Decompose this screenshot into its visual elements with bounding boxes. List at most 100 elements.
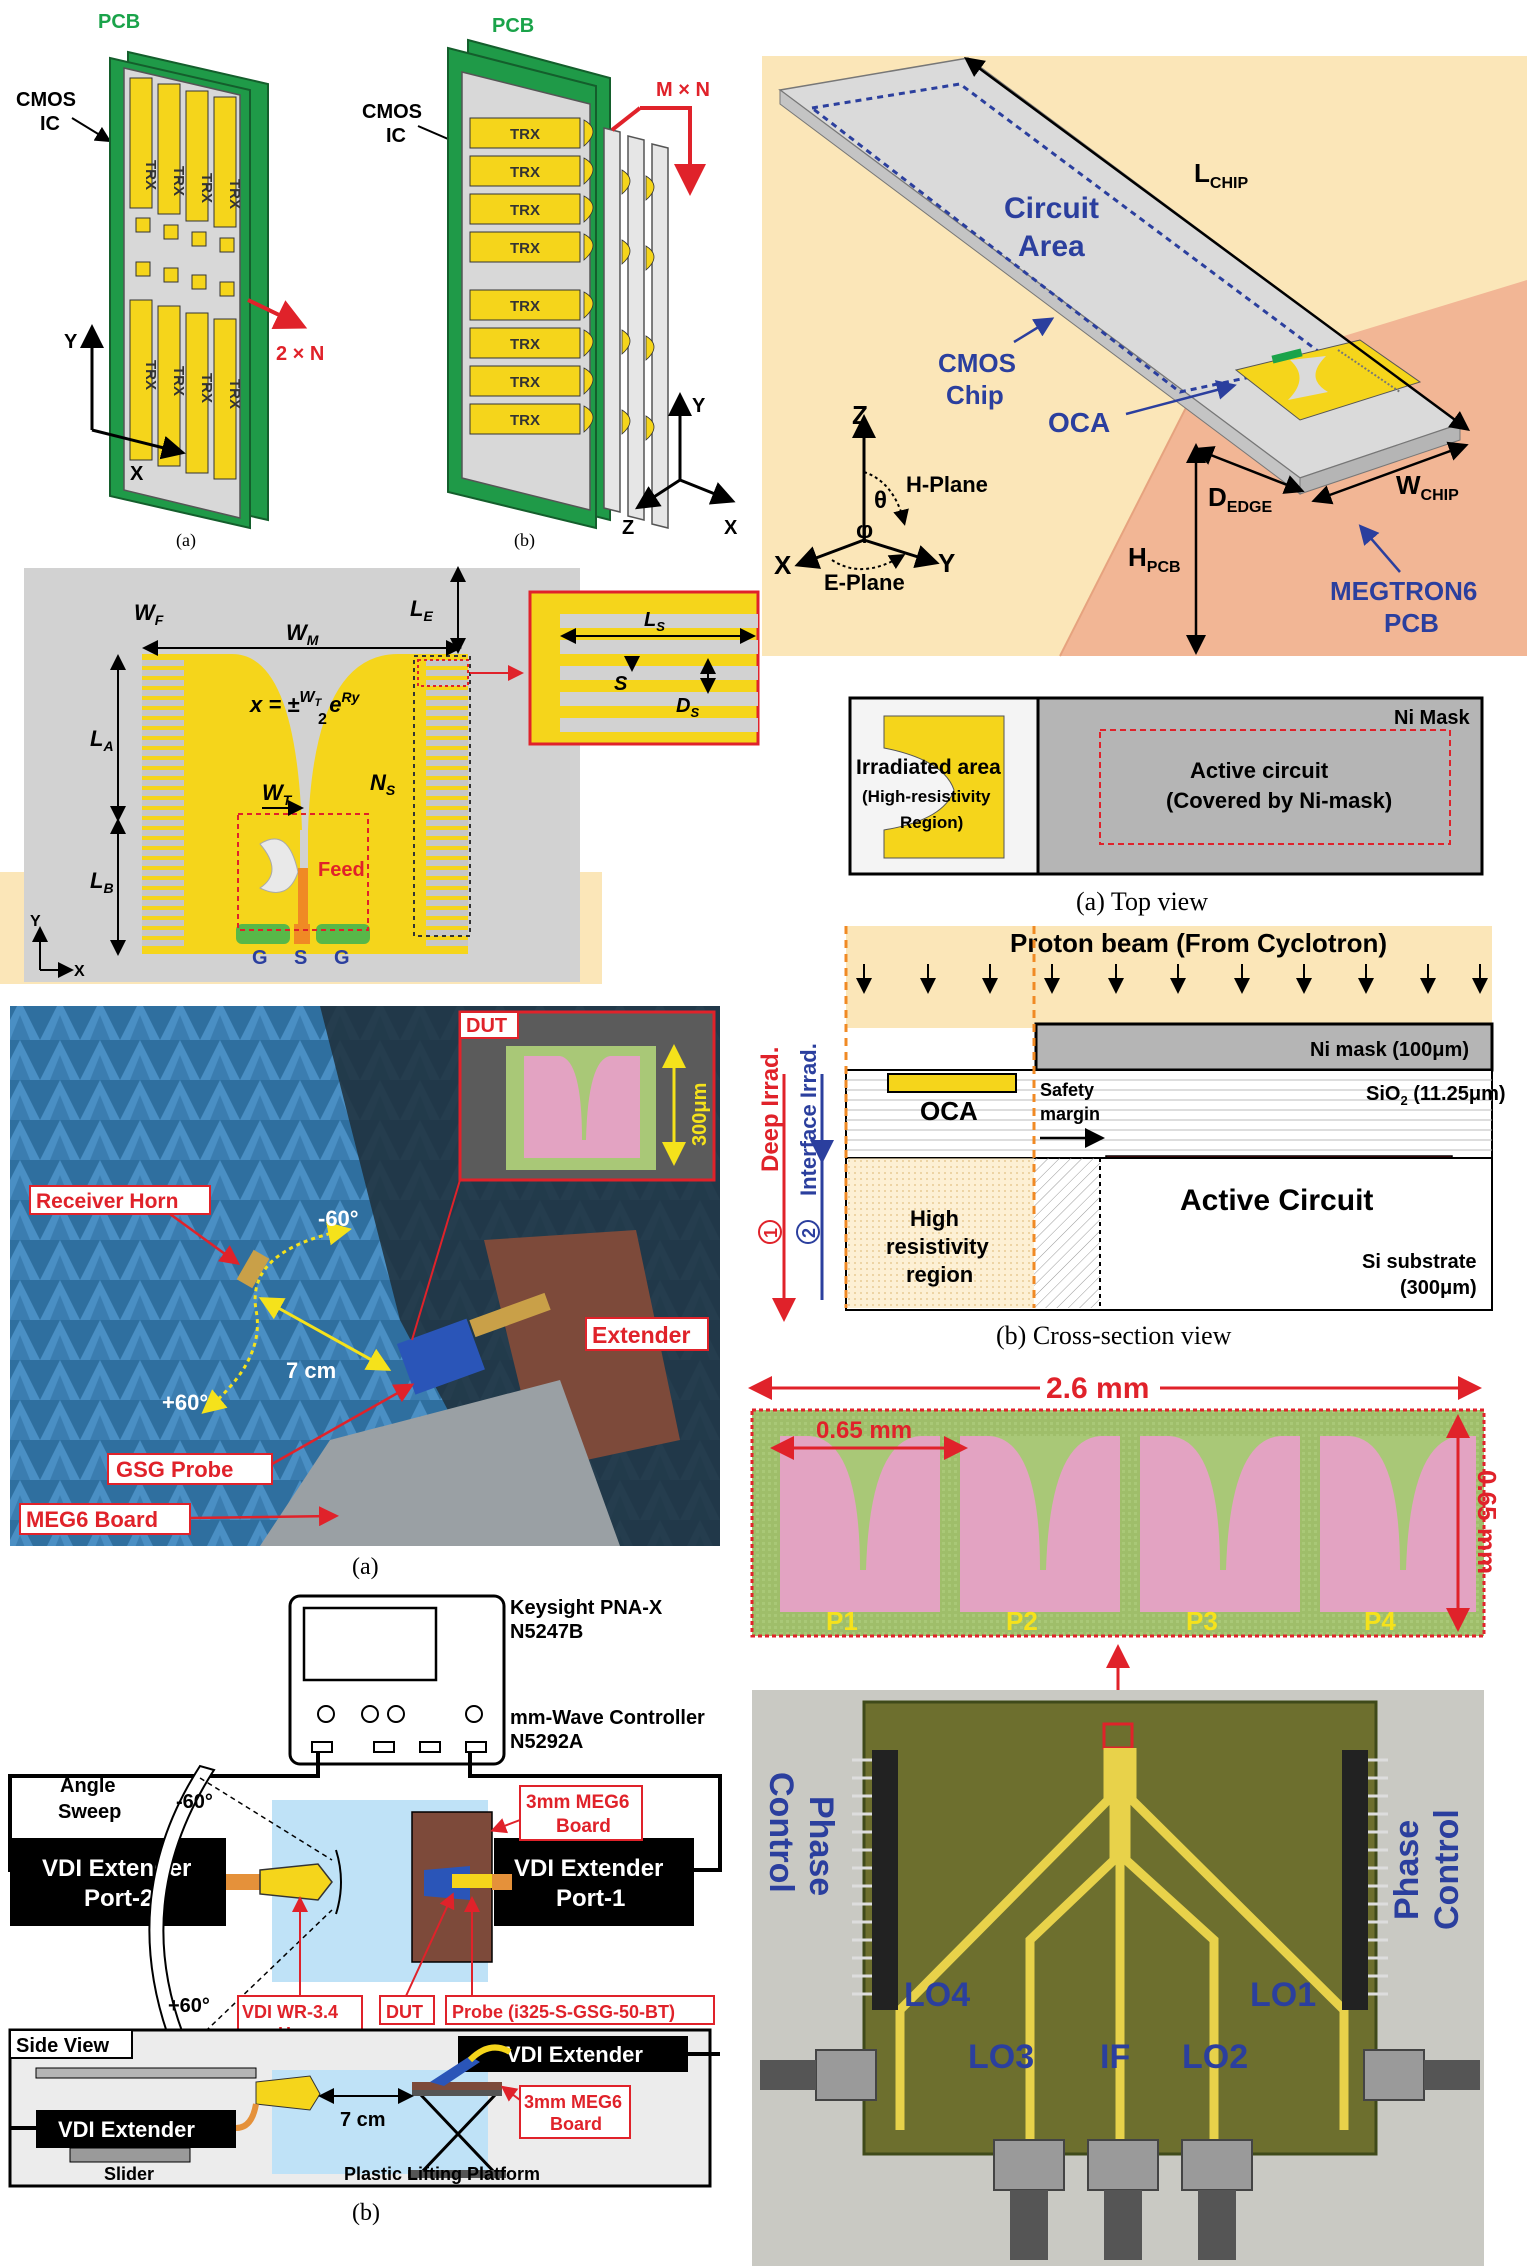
trx-label: TRX — [226, 179, 243, 209]
lo2-label: LO2 — [1182, 2038, 1248, 2076]
coord-x — [794, 538, 865, 569]
stacked-layers — [603, 127, 669, 529]
active-circuit-label-2: (Covered by Ni-mask) — [1166, 788, 1392, 813]
vdi2-box — [10, 1838, 226, 1926]
le-label: LE — [410, 596, 433, 624]
receiver-horn-label: Receiver Horn — [36, 1190, 178, 1213]
signal-pad — [294, 924, 310, 944]
feed-line — [298, 868, 308, 928]
pna-label-2: N5247B — [510, 1621, 583, 1643]
trx-label: TRX — [510, 336, 540, 353]
chip-antenna-slots — [810, 1436, 1460, 1570]
oca-pointer — [1125, 380, 1237, 416]
m60-setup-label: -60° — [176, 1791, 213, 1813]
vdi-ext-b-label: VDI Extender — [58, 2117, 195, 2142]
megtron-label: MEGTRON6 — [1330, 576, 1477, 606]
array-figure-b: PCB CMOS IC TRX — [362, 15, 738, 551]
zoom-source-outline — [417, 659, 469, 687]
chip-on-pcb-figure: Circuit Area LCHIP CMOS Chip OCA WCHIP D… — [762, 56, 1527, 657]
vdi-ext-a-label: VDI Extender — [506, 2042, 643, 2067]
sweep-arc — [201, 1221, 352, 1414]
h-pcb-label: HPCB — [1128, 542, 1181, 576]
side-view-label-box — [9, 2029, 133, 2059]
irradiated-label-2: (High-resistivity — [862, 787, 991, 806]
lo1-label: LO1 — [1250, 1976, 1316, 2014]
sio2-label: SiO2 (11.25μm) — [1366, 1083, 1506, 1108]
corrugation-right — [426, 660, 468, 950]
gsg-probe-photo — [396, 1318, 485, 1395]
ant-axis-x-label: X — [74, 963, 85, 980]
axis-y-label: Y — [692, 395, 706, 417]
trx-tiles-a — [129, 77, 237, 480]
ic-plate — [123, 67, 241, 519]
cross-section-caption: (b) Cross-section view — [996, 1321, 1232, 1350]
meg6b-label-2: Board — [550, 2114, 602, 2134]
high-res-label: High — [910, 1206, 959, 1231]
sweep-dash-bot — [185, 1909, 333, 2051]
meg6-label-box — [19, 1503, 191, 1535]
angle-sweep-label-2: Sweep — [58, 1801, 121, 1823]
probe-flange-setup — [492, 1874, 512, 1890]
sio2-lines — [846, 1079, 1492, 1151]
la-label: LA — [90, 726, 114, 754]
if-label: IF — [1100, 2038, 1130, 2076]
side-cable-horn — [235, 2103, 259, 2131]
coord-x-label: X — [774, 550, 792, 580]
horn-sweep-arc — [335, 1849, 342, 1915]
gsg-pointer — [271, 1383, 415, 1466]
deep-irrad-badge — [758, 1220, 782, 1244]
platform-top — [412, 2090, 502, 2096]
ns-region-outline — [413, 655, 471, 937]
megtron-label-2: PCB — [1384, 608, 1439, 638]
cmos-ic-label-2: IC — [386, 125, 406, 147]
vdi2-label-2: Port-2 — [84, 1885, 153, 1912]
cmos-ic-pointer — [71, 117, 112, 143]
meg6-setup-label-2: Board — [556, 1816, 611, 1837]
cmos-ic-label: CMOS — [16, 89, 76, 111]
circuit-area-label: Circuit — [1004, 192, 1099, 225]
width-label-bg — [1040, 1372, 1160, 1404]
wt-label: WT — [262, 780, 293, 808]
extender-photo-label: Extender — [592, 1322, 690, 1348]
side-meg6 — [412, 2082, 502, 2090]
dut-setup-label: DUT — [386, 2002, 423, 2022]
ant-axis-y-label: Y — [30, 913, 41, 930]
cm7-side-label: 7 cm — [340, 2109, 386, 2131]
cable-right — [468, 1752, 722, 1872]
safety-label-2: margin — [1040, 1104, 1100, 1124]
meg6-board-photo — [260, 1380, 620, 1546]
trx-label: TRX — [510, 202, 540, 219]
pna-label: Keysight PNA-X — [510, 1597, 663, 1619]
e-plane-label: E-Plane — [824, 570, 905, 595]
setup-caption: (b) — [352, 2200, 380, 2226]
phase-right-label-2: Control — [1428, 1809, 1466, 1930]
horn-setup-label: VDI WR-3.4 — [242, 2002, 338, 2022]
lo4-label: LO4 — [904, 1976, 970, 2014]
phase-right-label: Phase — [1388, 1820, 1426, 1920]
cmos-ic-label: CMOS — [362, 101, 422, 123]
angle-sweep-label: Angle — [60, 1775, 116, 1797]
vdi1-box — [494, 1838, 694, 1926]
cmos-chip-pointer — [1013, 317, 1055, 344]
meg6-setup-label: 3mm MEG6 — [526, 1792, 629, 1813]
oca-xs-label: OCA — [920, 1096, 978, 1126]
ground-pad-right — [316, 924, 370, 944]
dut-setup-box — [379, 1995, 435, 2025]
pna-knobs — [311, 1705, 487, 1753]
meg6-setup-pointer — [490, 1818, 521, 1834]
sma-connectors — [815, 2049, 1425, 2191]
g-pad-label: G — [334, 947, 350, 969]
mask-oca-shape — [883, 715, 1005, 859]
g-pad-label: G — [252, 947, 268, 969]
port-p3: P3 — [1186, 1606, 1218, 1636]
extender-label-box — [585, 1317, 709, 1351]
pcb-pins-left — [852, 1758, 872, 1996]
cmos-chip-label-2: Chip — [946, 380, 1004, 410]
sweep-dash-top — [199, 1777, 333, 1861]
trx-label: TRX — [510, 240, 540, 257]
circuit-area-outline — [808, 82, 1334, 394]
interface-irrad-badge — [796, 1220, 820, 1244]
pcb-label-right: PCB — [492, 15, 534, 37]
safety-label: Safety — [1040, 1080, 1094, 1100]
cm7-photo-label: 7 cm — [286, 1358, 336, 1383]
